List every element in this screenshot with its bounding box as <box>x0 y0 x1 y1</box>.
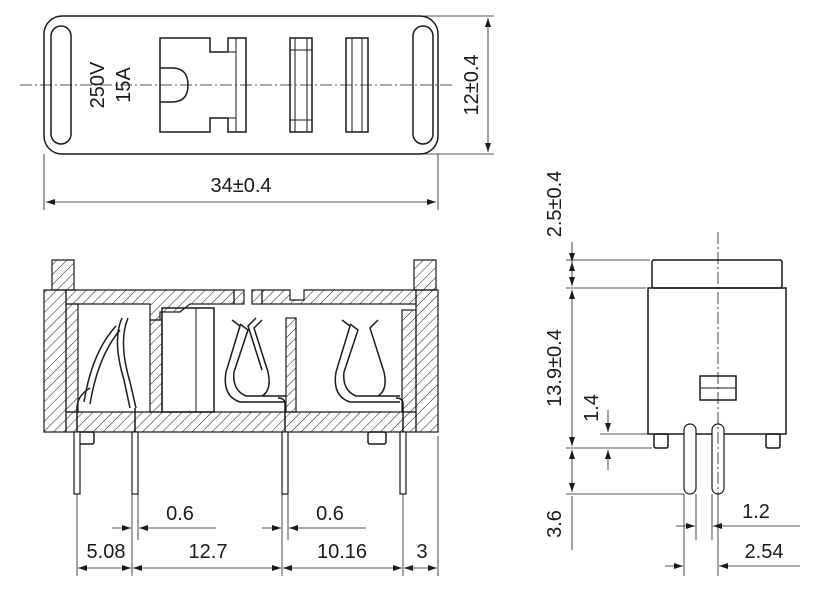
fuse-cavity <box>161 307 215 413</box>
pitch-2-label: 12.7 <box>189 541 228 563</box>
roof-right <box>261 289 417 305</box>
side-view <box>647 232 787 500</box>
pin-length-label: 3.6 <box>544 510 566 538</box>
side-pin-left <box>683 423 697 495</box>
foot-2 <box>367 431 387 445</box>
roof-post-left <box>233 289 245 305</box>
pin-2 <box>131 431 139 495</box>
inner-wall-2 <box>285 317 297 413</box>
length-dim-label: 34±0.4 <box>210 175 271 197</box>
roof-post-right <box>251 289 263 305</box>
rating-current-label: 15A <box>113 67 135 103</box>
side-body <box>647 287 787 435</box>
floor <box>65 411 417 433</box>
pin-1 <box>73 431 81 495</box>
pitch-1-label: 5.08 <box>87 541 126 563</box>
body-height-label: 13.9±0.4 <box>544 329 566 407</box>
left-spring-contact <box>116 317 131 409</box>
inner-wall-1 <box>149 319 163 413</box>
pin-thickness-2-label: 0.6 <box>316 503 344 525</box>
pin-3 <box>281 431 289 495</box>
top-view: 250V 15A 34±0.4 12±0.4 <box>20 15 494 210</box>
pin-width-label: 1.2 <box>742 501 770 523</box>
cap-height-label: 2.5±0.4 <box>544 171 566 238</box>
end-offset-label: 3 <box>416 541 427 563</box>
pin-pitch-label: 2.54 <box>745 541 784 563</box>
right-wall <box>415 289 439 433</box>
left-wall <box>43 289 67 433</box>
side-foot-left <box>653 433 669 449</box>
front-dimensions: 0.6 0.6 5.08 12.7 10.16 3 <box>76 436 439 576</box>
standoff-label: 1.4 <box>581 394 603 422</box>
right-flange <box>413 259 437 291</box>
rating-voltage-label: 250V <box>87 61 109 108</box>
pitch-3-label: 10.16 <box>317 541 367 563</box>
top-terminal-pocket <box>159 37 247 133</box>
side-foot-right <box>765 433 781 449</box>
pin-thickness-1-label: 0.6 <box>166 503 194 525</box>
middle-spring-contact <box>224 319 286 403</box>
side-cap <box>651 259 783 289</box>
pin-4 <box>399 431 407 495</box>
inner-wall-3 <box>401 309 417 413</box>
left-flange <box>51 259 75 291</box>
inner-wall-4 <box>65 303 79 413</box>
top-right-slot <box>412 25 434 145</box>
front-section-view <box>43 259 439 495</box>
width-dim-label: 12±0.4 <box>461 54 483 115</box>
right-spring-contact <box>334 319 400 403</box>
side-dimensions: 2.5±0.4 13.9±0.4 1.4 3.6 1.2 2.54 <box>544 171 800 576</box>
roof-left <box>65 289 235 321</box>
